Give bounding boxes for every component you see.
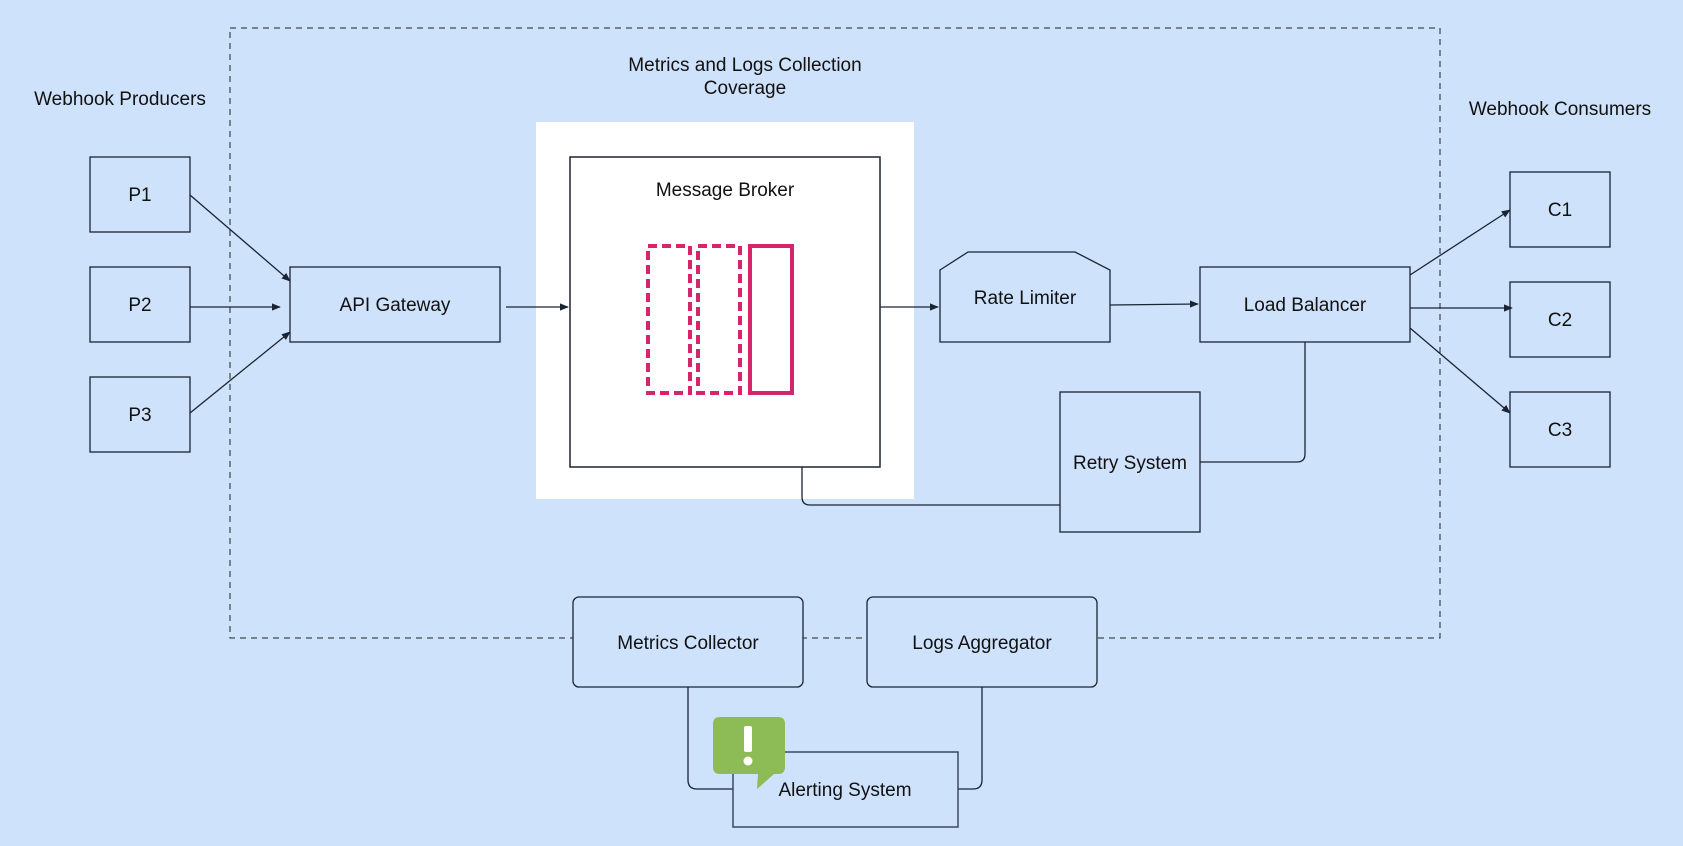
- node-p1-label: P1: [128, 185, 151, 206]
- node-c3-label: C3: [1548, 420, 1572, 441]
- node-p2[interactable]: P2: [89, 266, 191, 343]
- edge-logs-alert: [958, 687, 983, 790]
- queue-icon: [646, 244, 794, 395]
- node-rate-limiter-label: Rate Limiter: [974, 288, 1077, 309]
- node-p1[interactable]: P1: [89, 156, 191, 233]
- edge-p1-gateway: [189, 194, 291, 282]
- producers-title: Webhook Producers: [34, 89, 206, 110]
- node-message-broker[interactable]: Message Broker: [569, 156, 881, 468]
- alert-bubble-icon: [713, 717, 785, 789]
- coverage-boundary: [229, 27, 1441, 639]
- node-metrics-collector[interactable]: Metrics Collector: [572, 596, 804, 688]
- node-c1[interactable]: C1: [1509, 171, 1611, 248]
- edge-metrics-alert: [687, 687, 733, 790]
- node-load-balancer[interactable]: Load Balancer: [1199, 266, 1411, 343]
- coverage-title-line1: Metrics and Logs Collection: [628, 55, 861, 76]
- edge-p3-gateway: [189, 331, 291, 414]
- node-c2[interactable]: C2: [1509, 281, 1611, 358]
- node-alerting-system-label: Alerting System: [778, 780, 911, 801]
- edges: [189, 194, 1513, 790]
- consumers-title: Webhook Consumers: [1469, 99, 1651, 120]
- node-p2-label: P2: [128, 295, 151, 316]
- node-metrics-collector-label: Metrics Collector: [617, 633, 759, 654]
- node-logs-aggregator[interactable]: Logs Aggregator: [866, 596, 1098, 688]
- edge-lb-c3: [1409, 327, 1511, 414]
- node-c2-label: C2: [1548, 310, 1572, 331]
- coverage-title-line2: Coverage: [704, 78, 786, 99]
- node-c1-label: C1: [1548, 200, 1572, 221]
- node-logs-aggregator-label: Logs Aggregator: [912, 633, 1052, 654]
- node-p3-label: P3: [128, 405, 151, 426]
- node-api-gateway-label: API Gateway: [340, 295, 451, 316]
- node-load-balancer-label: Load Balancer: [1244, 295, 1367, 316]
- edge-ratelimiter-loadbalancer: [1109, 300, 1199, 308]
- node-retry-system[interactable]: Retry System: [1059, 391, 1201, 533]
- edge-retry-broker: [801, 467, 1060, 506]
- node-p3[interactable]: P3: [89, 376, 191, 453]
- node-retry-system-label: Retry System: [1073, 453, 1187, 474]
- node-rate-limiter[interactable]: Rate Limiter: [939, 251, 1111, 343]
- edge-lb-retry: [1200, 342, 1306, 463]
- node-c3[interactable]: C3: [1509, 391, 1611, 468]
- node-api-gateway[interactable]: API Gateway: [289, 266, 501, 343]
- edge-lb-c1: [1409, 209, 1511, 276]
- node-message-broker-label: Message Broker: [656, 180, 795, 201]
